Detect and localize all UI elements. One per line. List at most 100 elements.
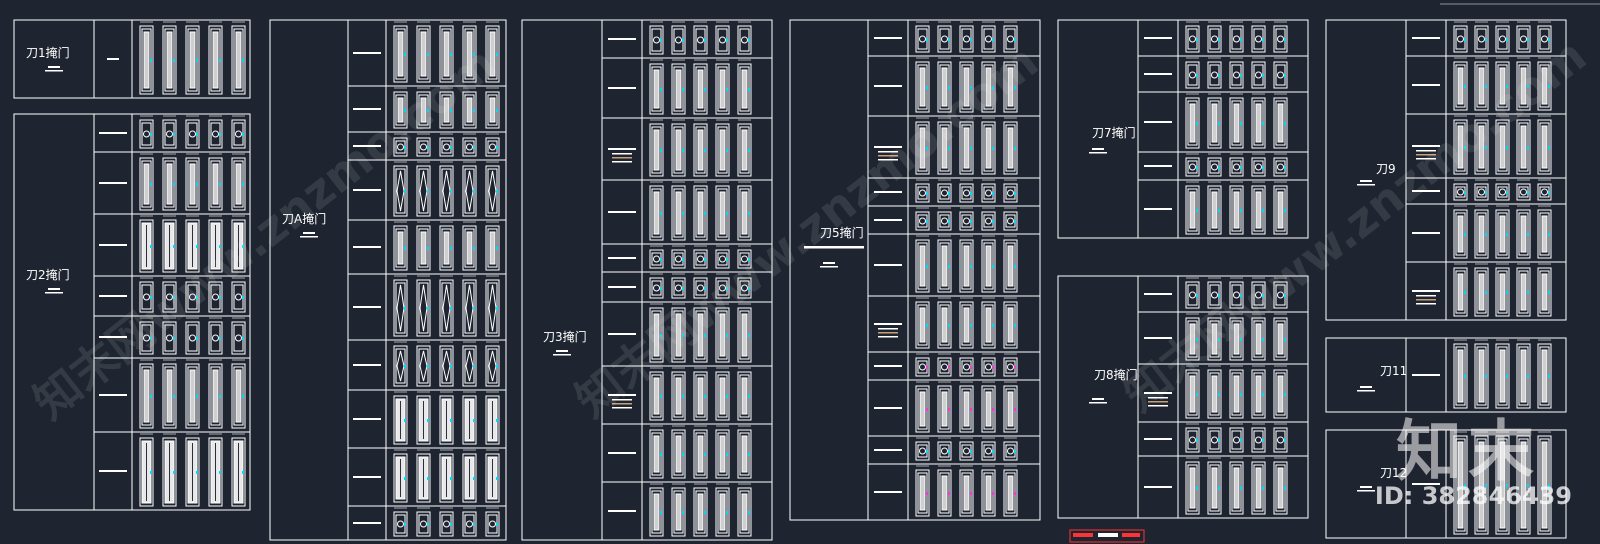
- door-diamond-pattern: [488, 350, 497, 382]
- door-elevation: [1516, 209, 1531, 259]
- door-handle-mark: [404, 419, 406, 422]
- door-handle-mark: [1485, 233, 1487, 236]
- section-marker-bar: [608, 286, 636, 288]
- door-handle-mark: [970, 192, 972, 195]
- door-inner-panel: [1541, 349, 1548, 403]
- door-round-inlay: [653, 255, 660, 263]
- door-round-inlay: [489, 520, 496, 528]
- door-handle-mark: [450, 53, 452, 56]
- door-handle-mark: [1284, 294, 1286, 297]
- door-elevation: [231, 281, 246, 313]
- door-elevation: [937, 357, 952, 377]
- door-elevation: [937, 61, 952, 113]
- door-inner-panel: [985, 127, 992, 169]
- door-handle-mark: [496, 53, 498, 56]
- door-elevation: [439, 25, 454, 83]
- section-marker-bar: [874, 491, 902, 493]
- door-handle-mark: [660, 88, 662, 91]
- section-detail-mark: [878, 332, 898, 334]
- door-elevation: [959, 25, 974, 53]
- door-inner-panel: [675, 435, 682, 473]
- door-handle-mark: [926, 192, 928, 195]
- door-handle-mark: [682, 212, 684, 215]
- door-handle-mark: [660, 511, 662, 514]
- section-detail-mark: [1148, 401, 1168, 403]
- door-handle-mark: [992, 492, 994, 495]
- door-handle-mark: [1284, 209, 1286, 212]
- door-elevation: [139, 157, 154, 211]
- door-handle-mark: [992, 324, 994, 327]
- door-handle-mark: [704, 88, 706, 91]
- door-inner-panel: [741, 493, 748, 531]
- watermark-logo: 知末: [1396, 413, 1540, 490]
- section-marker-bar: [874, 449, 902, 451]
- door-round-inlay: [919, 35, 926, 43]
- door-elevation: [1453, 343, 1468, 409]
- section-marker-bar: [99, 470, 127, 472]
- door-diamond-pattern: [442, 170, 451, 212]
- door-elevation: [1474, 183, 1489, 201]
- label-symbol: [556, 350, 568, 352]
- panel-label-dao5: 刀5掩门: [820, 226, 864, 240]
- label-symbol: [1092, 398, 1104, 400]
- label-symbol: [1357, 184, 1375, 186]
- section-marker-bar: [874, 407, 902, 409]
- door-elevation: [981, 121, 996, 175]
- door-elevation: [737, 25, 752, 55]
- section-detail-mark: [878, 155, 898, 157]
- door-handle-mark: [1527, 191, 1529, 194]
- door-handle-mark: [1485, 146, 1487, 149]
- panel-label-dao2: 刀2掩门: [26, 268, 70, 282]
- door-handle-mark: [219, 337, 221, 340]
- door-diamond-pattern: [419, 284, 428, 332]
- door-handle-mark: [1014, 220, 1016, 223]
- door-inner-panel: [1499, 125, 1506, 169]
- door-handle-mark: [682, 149, 684, 152]
- door-handle-mark: [726, 258, 728, 261]
- door-elevation: [959, 121, 974, 175]
- door-inner-panel: [697, 377, 704, 415]
- label-symbol: [45, 70, 63, 72]
- door-elevation: [393, 25, 408, 83]
- door-elevation: [1251, 25, 1266, 53]
- door-handle-mark: [1240, 38, 1242, 41]
- section-marker-bar: [353, 522, 381, 524]
- door-elevation: [1251, 157, 1266, 177]
- door-handle-mark: [1218, 209, 1220, 212]
- door-handle-mark: [1240, 209, 1242, 212]
- door-elevation: [737, 249, 752, 269]
- door-handle-mark: [427, 365, 429, 368]
- door-round-inlay: [985, 447, 992, 455]
- door-round-inlay: [1211, 35, 1218, 43]
- door-inner-panel: [963, 307, 970, 343]
- door-elevation: [439, 165, 454, 217]
- door-elevation: [1474, 119, 1489, 175]
- section-marker-bar: [1144, 73, 1172, 75]
- legend-swatch-block: [1069, 529, 1145, 543]
- door-inner-panel: [697, 313, 704, 357]
- door-elevation: [185, 437, 200, 507]
- door-elevation: [208, 157, 223, 211]
- door-inner-panel: [1255, 467, 1262, 509]
- drawing-frame: [521, 19, 773, 541]
- door-round-inlay: [1255, 71, 1262, 79]
- door-handle-mark: [1464, 191, 1466, 194]
- door-inner-panel: [1211, 191, 1218, 229]
- section-marker-bar: [107, 58, 119, 60]
- door-handle-mark: [704, 334, 706, 337]
- door-handle-mark: [404, 190, 406, 193]
- door-elevation: [671, 25, 686, 55]
- door-handle-mark: [1262, 38, 1264, 41]
- section-marker-bar: [99, 336, 127, 338]
- door-round-inlay: [212, 334, 219, 342]
- door-handle-mark: [196, 245, 198, 248]
- door-round-inlay: [1233, 436, 1240, 444]
- door-handle-mark: [926, 366, 928, 369]
- door-inner-panel: [1255, 375, 1262, 413]
- section-marker-bar: [874, 37, 902, 39]
- section-detail-mark: [1416, 150, 1436, 152]
- door-inner-panel: [697, 69, 704, 109]
- door-elevation: [959, 385, 974, 433]
- door-elevation: [1474, 209, 1489, 259]
- door-inner-panel: [963, 475, 970, 511]
